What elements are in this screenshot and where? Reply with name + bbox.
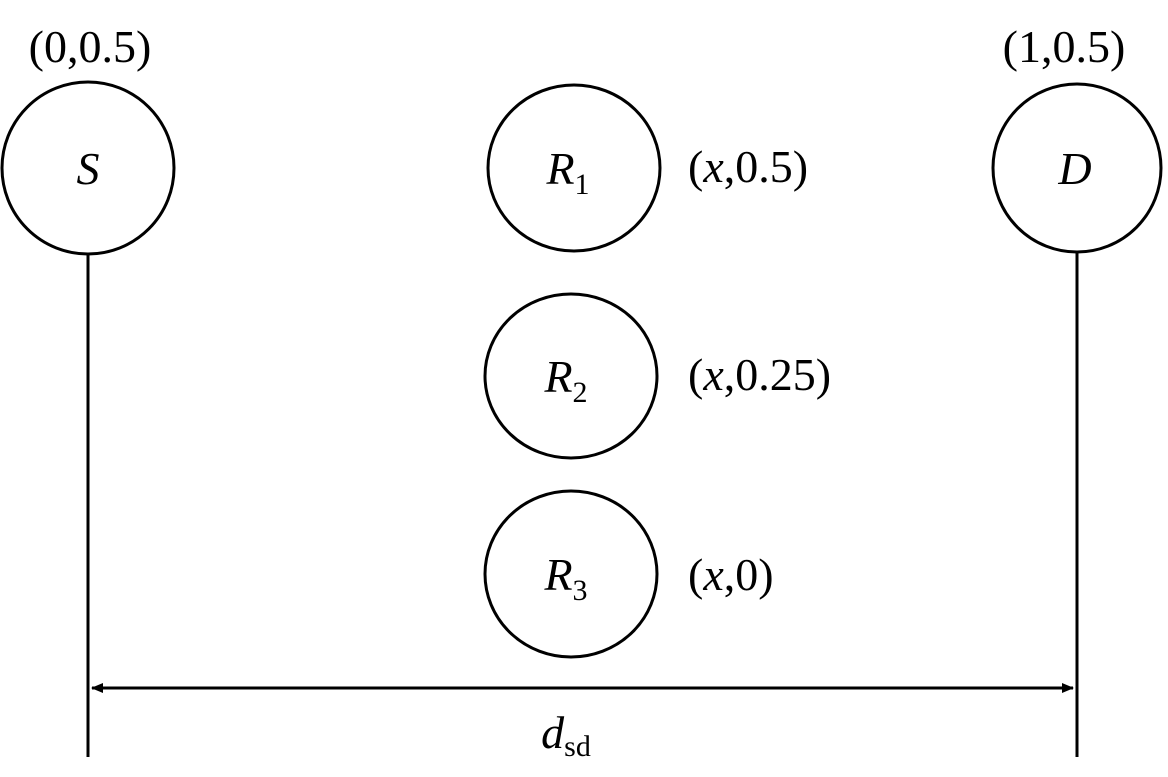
distance-dimension: dsd xyxy=(91,683,1074,763)
relay-3-coord-rest: ,0) xyxy=(724,549,774,600)
relay-1-name: R xyxy=(545,143,574,194)
relay-2-name-label: R2 xyxy=(543,351,587,409)
distance-label: dsd xyxy=(541,707,591,763)
relay-3-subscript: 3 xyxy=(573,574,588,607)
relay-1-circle xyxy=(486,83,662,253)
relay-3-node: R3 (x,0) xyxy=(483,489,774,659)
relay-2-coord-prefix: ( xyxy=(688,349,703,400)
source-node: (0,0.5) S xyxy=(0,21,176,757)
relay-2-coord-label: (x,0.25) xyxy=(688,349,831,400)
relay-2-circle xyxy=(483,292,659,460)
distance-symbol: d xyxy=(541,707,565,758)
relay-3-name-label: R3 xyxy=(543,549,587,607)
relay-1-coord-rest: ,0.5) xyxy=(724,141,808,192)
relay-2-name: R xyxy=(543,351,572,402)
destination-coord-label: (1,0.5) xyxy=(1003,21,1126,72)
relay-2-coord-rest: ,0.25) xyxy=(724,349,831,400)
relay-3-coord-prefix: ( xyxy=(688,549,703,600)
source-coord-label: (0,0.5) xyxy=(29,21,152,72)
source-name-label: S xyxy=(77,143,100,194)
relay-3-coord-label: (x,0) xyxy=(688,549,774,600)
relay-1-coord-label: (x,0.5) xyxy=(688,141,808,192)
relay-1-name-label: R1 xyxy=(545,143,589,201)
destination-node: (1,0.5) D xyxy=(991,21,1163,757)
relay-1-coord-prefix: ( xyxy=(688,141,703,192)
relay-1-node: R1 (x,0.5) xyxy=(486,83,808,253)
relay-1-coord-var: x xyxy=(702,141,724,192)
distance-subscript: sd xyxy=(564,730,591,763)
relay-2-coord-var: x xyxy=(702,349,724,400)
relay-2-subscript: 2 xyxy=(573,376,588,409)
relay-1-subscript: 1 xyxy=(575,168,590,201)
relay-2-node: R2 (x,0.25) xyxy=(483,292,831,460)
relay-3-name: R xyxy=(543,549,572,600)
relay-3-coord-var: x xyxy=(702,549,724,600)
relay-3-circle xyxy=(483,489,659,659)
destination-name-label: D xyxy=(1057,143,1091,194)
